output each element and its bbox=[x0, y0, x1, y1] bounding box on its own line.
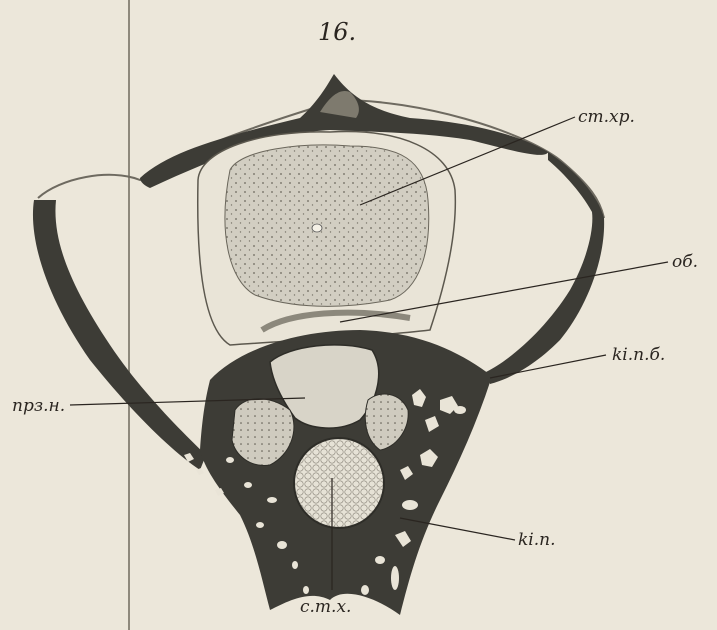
label-st-khr: cm.xp. bbox=[578, 107, 635, 127]
label-s-t-kh: c.m.x. bbox=[300, 597, 351, 617]
spinal-cord bbox=[225, 145, 429, 306]
capsule-wall-left bbox=[33, 200, 206, 470]
figure-number: 16. bbox=[318, 18, 356, 46]
label-ki-p: ki.n. bbox=[518, 530, 556, 550]
label-prz-n: nрз.н. bbox=[12, 396, 65, 416]
label-ob: об. bbox=[672, 252, 698, 272]
capsule-wall-right bbox=[486, 152, 604, 384]
notochord bbox=[294, 438, 384, 528]
central-canal bbox=[312, 224, 322, 232]
label-ki-p-b: ki.n.б. bbox=[612, 345, 665, 365]
